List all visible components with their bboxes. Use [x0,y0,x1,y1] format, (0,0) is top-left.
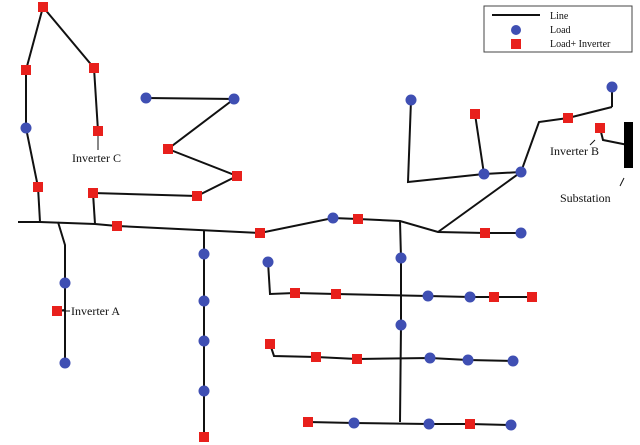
stub-line [92,192,96,225]
inverter-node [255,228,265,238]
load-node [198,385,210,397]
inverter-node [163,144,173,154]
right-inverter-stub-line [474,113,485,175]
load-node [405,94,417,106]
load-node [262,256,274,268]
load-node [140,92,152,104]
load-node [462,354,474,366]
inverter-node [112,221,122,231]
inverter-a-label: Inverter A [71,304,120,318]
right-upper-branch-line [406,99,522,184]
load-node [395,319,407,331]
lateral-3-line [307,421,512,426]
substation-callout-line [619,177,625,187]
load-node [507,355,519,367]
inverter-c-label: Inverter C [72,151,121,165]
load-node [464,291,476,303]
inverter-node [192,191,202,201]
load-node [505,419,517,431]
inverter-node [331,289,341,299]
load-node [228,93,240,105]
right-branch-line [437,106,613,233]
load-node [395,252,407,264]
load-node [424,352,436,364]
legend-inverter-label: Load+ Inverter [550,39,611,50]
load-node [423,418,435,430]
load-node [515,227,527,239]
load-node [198,295,210,307]
inverter-node [290,288,300,298]
inverter-node [199,432,209,442]
inverter-node [88,188,98,198]
inverter-b-callout-line [589,139,596,146]
inverter-node [93,126,103,136]
load-node [422,290,434,302]
inverter-node [265,339,275,349]
legend-load-swatch [511,25,521,35]
inverter-node [311,352,321,362]
callouts [62,136,625,312]
lateral-2-line [269,343,514,362]
load-node [59,277,71,289]
load-node [606,81,618,93]
substation-block [624,122,633,168]
inverter-node [563,113,573,123]
inverter-b-label: Inverter B [550,144,599,158]
load-node [59,357,71,369]
inverter-node [353,214,363,224]
inverter-node [52,306,62,316]
inverter-node [489,292,499,302]
inverter-node [89,63,99,73]
load-node [198,248,210,260]
legend: Line Load Load+ Inverter [483,5,633,53]
load-node [478,168,490,180]
legend-load-label: Load [550,25,571,36]
inverter-node [352,354,362,364]
load-node [20,122,32,134]
inverter-node [21,65,31,75]
substation-label: Substation [560,191,611,205]
load-inverters [21,2,605,442]
load-node [515,166,527,178]
middle-top-branch-line [92,97,240,198]
inverter-node [480,228,490,238]
inverter-node [38,2,48,12]
inverter-a-branch-line [57,221,66,363]
vertical-branch-400-line [399,220,402,423]
inverter-node [595,123,605,133]
load-node [327,212,339,224]
load-node [198,335,210,347]
inverter-node [303,417,313,427]
load-node [348,417,360,429]
inverter-node [470,109,480,119]
inverter-node [527,292,537,302]
inverter-node [232,171,242,181]
inverter-node [33,182,43,192]
inverter-node [465,419,475,429]
loads [20,81,618,431]
legend-box [483,5,633,53]
legend-inverter-swatch [511,39,521,49]
legend-line-label: Line [550,11,569,22]
network-lines [18,4,629,437]
